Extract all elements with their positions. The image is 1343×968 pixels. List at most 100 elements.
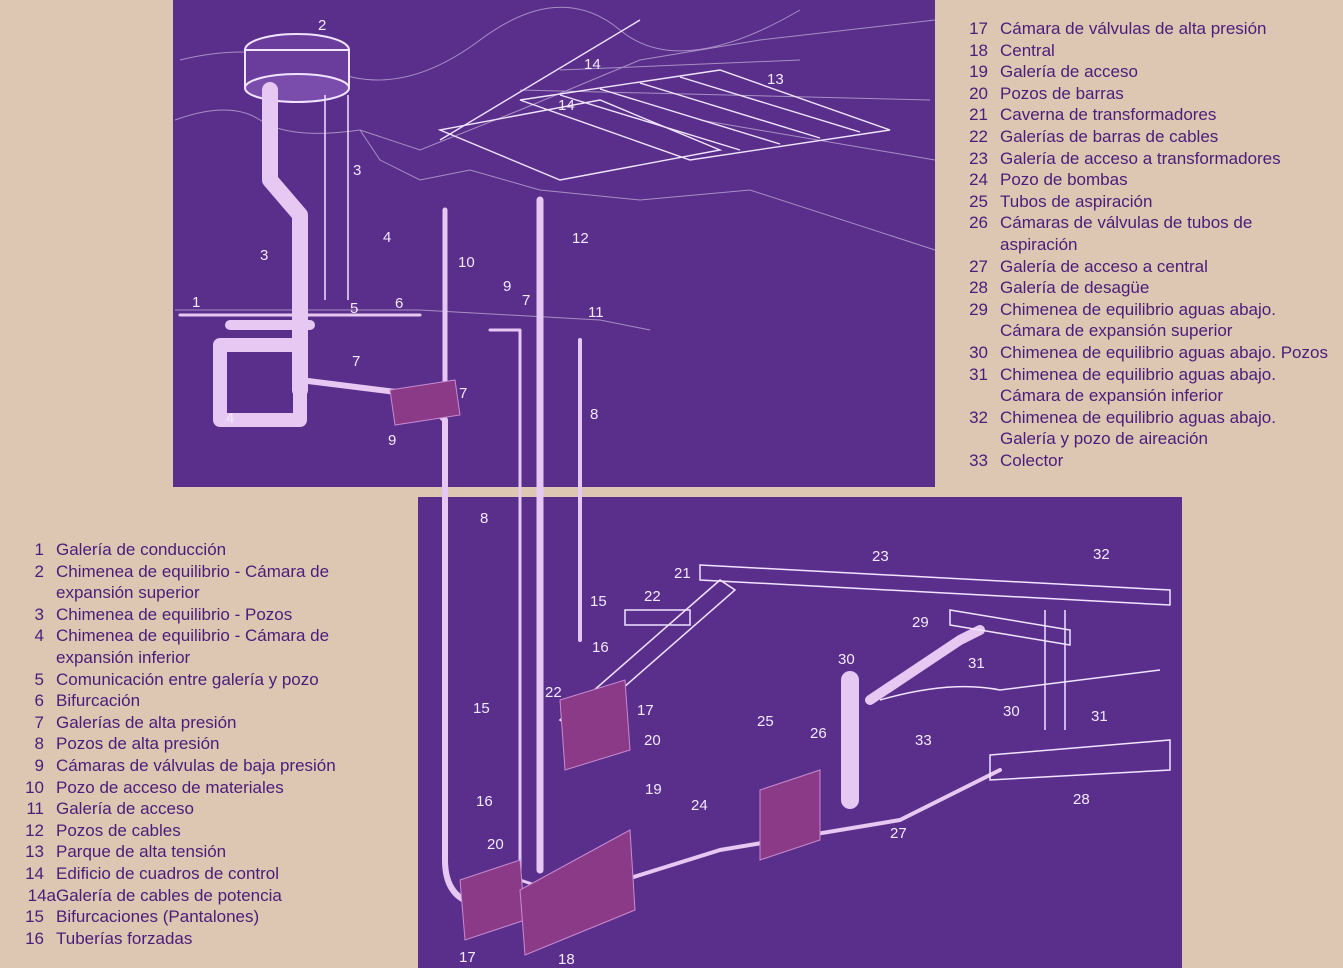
legend-item: 22 Galerías de barras de cables: [966, 126, 1336, 148]
label-7: 7: [352, 353, 360, 370]
label-23: 23: [872, 548, 889, 565]
legend-text: Caverna de transformadores: [1000, 105, 1217, 125]
legend-number: 14: [25, 863, 44, 883]
transformer-cavern: [558, 564, 1171, 781]
legend-item: 11 Galería de acceso: [24, 798, 404, 820]
legend-text: Chimenea de equilibrio aguas abajo. Cáma…: [1000, 364, 1276, 406]
legend-text: Galería de cables de potencia: [56, 885, 282, 905]
legend-number: 30: [969, 342, 988, 362]
label-3: 3: [260, 247, 268, 264]
surge-tank-upper: [244, 33, 350, 300]
legend-number: 17: [969, 19, 988, 38]
legend-text: Bifurcación: [56, 691, 141, 711]
legend-number: 21: [969, 105, 988, 125]
label-12: 12: [572, 230, 589, 247]
legend-number: 5: [34, 669, 44, 689]
legend-text: Central: [1000, 40, 1055, 60]
legend-text: Comunicación entre galería y pozo: [56, 669, 319, 689]
label-11: 11: [588, 304, 604, 321]
legend-text: Cámaras de válvulas de baja presión: [56, 755, 336, 775]
legend-number: 1: [34, 540, 44, 559]
label-15: 15: [473, 700, 490, 717]
legend-text: Colector: [1000, 450, 1064, 470]
legend-number: 10: [25, 777, 44, 797]
legend-text: Pozo de acceso de materiales: [56, 777, 284, 797]
legend-number: 12: [25, 820, 44, 840]
label-9: 9: [503, 278, 511, 295]
legend-item: 5 Comunicación entre galería y pozo: [24, 669, 404, 691]
legend-text: Tuberías forzadas: [56, 928, 193, 948]
label-33: 33: [915, 732, 932, 749]
legend-number: 27: [969, 256, 988, 276]
label-20: 20: [644, 732, 661, 749]
label-31: 31: [1091, 708, 1108, 725]
legend-text: Chimenea de equilibrio aguas abajo. Cáma…: [1000, 299, 1276, 341]
legend-number: 7: [34, 712, 44, 732]
legend-text: Galería de acceso: [1000, 62, 1138, 82]
legend-text: Galería de conducción: [56, 540, 227, 559]
legend-number: 33: [969, 450, 988, 470]
legend-text: Bifurcaciones (Pantalones): [56, 907, 260, 927]
legend-text: Chimenea de equilibrio aguas abajo. Pozo…: [1000, 342, 1328, 362]
label-10: 10: [458, 254, 475, 271]
legend-text: Galería de acceso a central: [1000, 256, 1208, 276]
legend-number: 4: [34, 626, 44, 646]
label-14: 14: [584, 56, 601, 73]
legend-number: 32: [969, 407, 988, 427]
legend-item: 27 Galería de acceso a central: [966, 256, 1336, 278]
label-14: 14: [558, 97, 575, 114]
legend-text: Galerías de barras de cables: [1000, 126, 1219, 146]
legend-item: 33 Colector: [966, 450, 1336, 472]
label-16: 16: [476, 793, 493, 810]
legend-number: 31: [969, 364, 988, 384]
label-26: 26: [810, 725, 827, 742]
label-21: 21: [674, 565, 691, 582]
label-4: 4: [226, 410, 234, 427]
legend-text: Chimenea de equilibrio - Cámara de expan…: [56, 561, 330, 603]
label-6: 6: [395, 295, 403, 312]
label-22: 22: [545, 684, 562, 701]
legend-item: 10 Pozo de acceso de materiales: [24, 777, 404, 799]
label-7: 7: [522, 292, 530, 309]
legend-item: 32 Chimenea de equilibrio aguas abajo. Ga…: [966, 407, 1336, 450]
legend-number: 15: [25, 907, 44, 927]
legend-number: 14a: [27, 885, 56, 905]
legend-number: 18: [969, 40, 988, 60]
legend-number: 22: [969, 126, 988, 146]
legend-text: Pozo de bombas: [1000, 170, 1128, 190]
legend-number: 23: [969, 148, 988, 168]
legend-number: 25: [969, 191, 988, 211]
label-13: 13: [767, 71, 784, 88]
legend-item: 4 Chimenea de equilibrio - Cámara de expa…: [24, 625, 404, 668]
legend-number: 8: [34, 734, 44, 754]
legend-text: Chimenea de equilibrio - Cámara de expan…: [56, 626, 330, 667]
legend-item: 1 Galería de conducción: [24, 539, 404, 561]
diagram-labels: 1 2 3 3 4 4 5 6 7 7 7 9 9 10 11 12 13 14…: [192, 17, 1110, 968]
legend-text: Galería de acceso a transformadores: [1000, 148, 1281, 168]
label-16: 16: [592, 639, 609, 656]
legend-number: 11: [26, 799, 44, 819]
label-2: 2: [318, 17, 326, 34]
legend-number: 19: [969, 62, 988, 82]
legend-item: 14aGalería de cables de potencia: [24, 885, 404, 907]
legend-number: 3: [34, 604, 44, 624]
legend-text: Galería de acceso: [56, 799, 194, 819]
legend-item: 30 Chimenea de equilibrio aguas abajo. Po…: [966, 342, 1336, 364]
legend-number: 26: [969, 213, 988, 233]
legend-text: Parque de alta tensión: [56, 842, 227, 862]
legend-number: 28: [969, 278, 988, 298]
label-30: 30: [1003, 703, 1020, 720]
label-8: 8: [590, 406, 598, 423]
legend-number: 16: [25, 928, 44, 948]
label-3: 3: [353, 162, 361, 179]
legend-text: Chimenea de equilibrio aguas abajo. Gale…: [1000, 407, 1276, 449]
label-5: 5: [350, 300, 358, 317]
